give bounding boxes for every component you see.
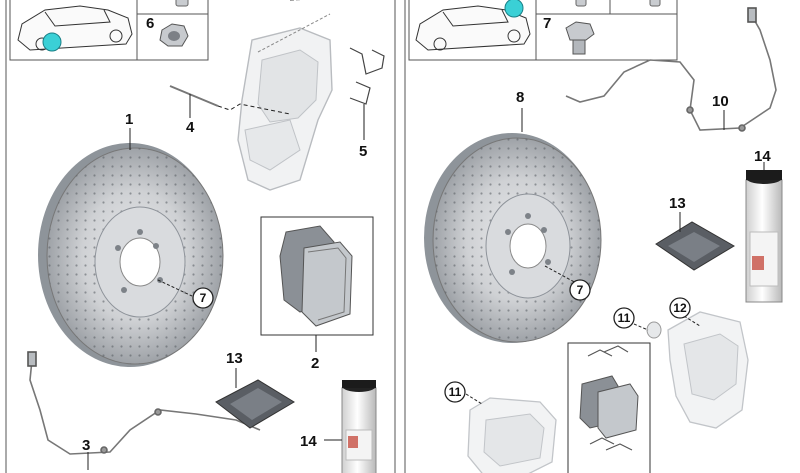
callout-rear-caliper: 12 — [669, 297, 691, 319]
label-sensor: 10 — [712, 93, 729, 110]
label-pads: 2 — [311, 355, 319, 372]
nut-icon — [159, 23, 189, 47]
guide-pin-icon — [169, 85, 291, 118]
callout-bolt: 7 — [569, 279, 591, 301]
left-panel-frame — [5, 0, 396, 473]
label-grease-can: 14 — [754, 148, 771, 165]
brake-disc-icon — [424, 108, 602, 343]
svg-text:12: 12 — [673, 301, 687, 315]
right-panel: 7 — [404, 0, 783, 473]
wheel-marker-icon — [42, 32, 62, 52]
label-grease-packet: 13 — [226, 350, 243, 367]
callout-lower-caliper: 11 — [444, 381, 466, 403]
left-panel: 6 — [5, 0, 396, 473]
grease-packet-icon — [655, 212, 735, 271]
bolt-icon — [649, 0, 661, 7]
svg-text:7: 7 — [577, 283, 584, 297]
clip-icon — [349, 47, 385, 140]
grease-can-icon — [745, 162, 783, 303]
bolt-icon — [575, 0, 587, 7]
wear-sensor-icon — [27, 351, 261, 470]
inset-number: 6 — [146, 15, 154, 32]
label-grease-can: 14 — [300, 433, 317, 450]
label-disc: 1 — [125, 111, 133, 128]
brake-disc-icon — [38, 128, 224, 367]
bushing-icon — [633, 321, 662, 339]
grease-packet-icon — [215, 368, 295, 429]
label-guide-pin: 4 — [186, 119, 195, 136]
car-icon — [415, 5, 531, 51]
wear-sensor-icon — [565, 7, 777, 132]
brake-pad-set — [260, 216, 374, 352]
right-panel-frame — [404, 0, 406, 473]
callout-bushing: 11 — [613, 307, 635, 329]
svg-text:11: 11 — [449, 385, 462, 399]
label-sensor: 3 — [82, 437, 90, 454]
svg-text:7: 7 — [200, 291, 207, 305]
callout-bolt: 7 — [192, 287, 214, 309]
wheel-marker-icon — [504, 0, 524, 18]
label-grease-packet: 13 — [669, 195, 686, 212]
bolt-icon — [175, 0, 189, 7]
label-clip: 5 — [359, 143, 367, 160]
clip-icon — [587, 345, 633, 451]
grease-can-icon — [324, 380, 377, 473]
label-disc: 8 — [516, 89, 524, 106]
inset-number: 7 — [543, 15, 551, 32]
brake-caliper-icon — [465, 393, 557, 473]
right-inset: 7 — [408, 0, 678, 61]
brake-pad-icon — [279, 225, 353, 327]
left-inset: 6 — [9, 0, 209, 61]
brake-caliper-icon — [237, 13, 333, 191]
svg-text:11: 11 — [618, 311, 631, 325]
bolt-icon — [565, 21, 595, 55]
brake-caliper-icon — [667, 311, 749, 429]
brake-pad-icon — [579, 375, 639, 439]
brake-pad-set — [567, 342, 651, 473]
